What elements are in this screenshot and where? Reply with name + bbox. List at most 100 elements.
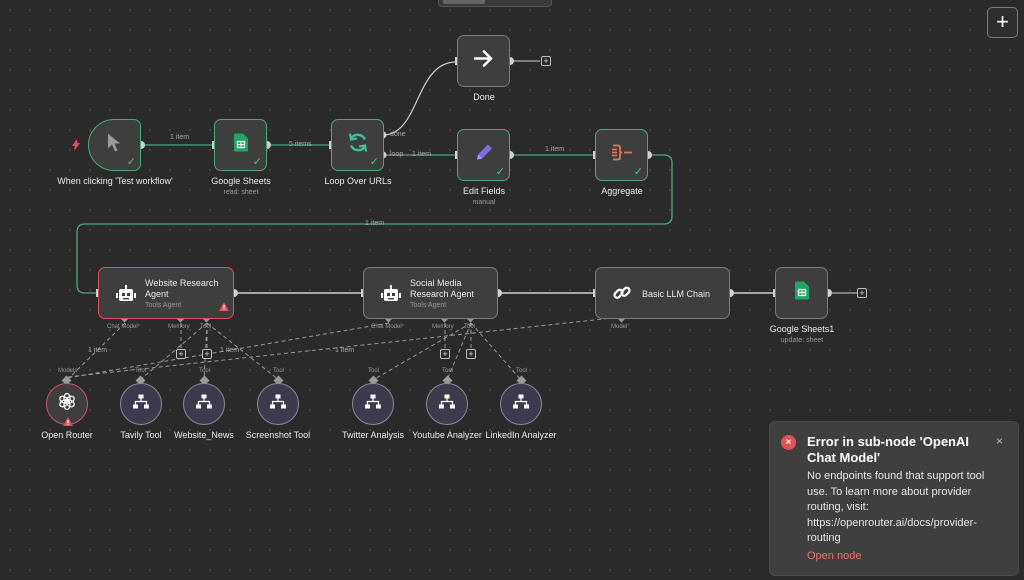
toast-message: No endpoints found that support tool use… [807, 470, 985, 544]
google-sheets-icon [794, 281, 809, 305]
node-title-google-sheets: Google Sheets [211, 176, 271, 186]
add-memory-social-button[interactable]: + [440, 349, 450, 359]
port-label-tool-b: Tool [464, 324, 476, 330]
port-label-chat-model-a: Chat Model* [107, 324, 141, 330]
node-youtube-analyzer[interactable] [426, 383, 468, 425]
port-label-tool-h: Tool [516, 368, 528, 374]
edge-label-5-items: 5 items [289, 141, 312, 148]
edge-loop-done [382, 61, 457, 136]
node-subtitle-social-agent: Tools Agent [410, 302, 447, 309]
add-node-after-sheets1-button[interactable]: + [857, 288, 867, 298]
success-check-icon: ✓ [495, 166, 505, 178]
node-basic-llm-chain[interactable]: Basic LLM Chain [595, 267, 730, 319]
node-title-google-sheets1: Google Sheets1 [769, 324, 835, 334]
port-label-tool-c: Tool [135, 368, 147, 374]
add-tool-website-button[interactable]: + [202, 349, 212, 359]
node-aggregate[interactable]: ✓ [595, 129, 648, 181]
node-title-llm-chain: Basic LLM Chain [642, 289, 711, 299]
node-title-linkedin: LinkedIn Analyzer [485, 430, 557, 440]
port-label-tool-d: Tool [199, 368, 211, 374]
edge-label-1-item-d: 1 item [365, 220, 385, 227]
node-loop-over-urls[interactable]: ✓ [331, 119, 384, 171]
node-social-media-research-agent[interactable]: Social Media Research Agent Tools Agent [363, 267, 498, 319]
node-manual-trigger[interactable]: ✓ [88, 119, 141, 171]
edge-aggregate-website [76, 154, 673, 294]
success-check-icon: ✓ [252, 156, 262, 168]
port-label-tool-f: Tool [368, 368, 380, 374]
node-subtitle-google-sheets1: update: sheet [780, 337, 824, 344]
port-label-tool-e: Tool [273, 368, 285, 374]
success-check-icon: ✓ [633, 166, 643, 178]
warning-icon [219, 298, 229, 316]
network-tool-icon [513, 394, 529, 414]
edge-label-done: done [390, 131, 406, 138]
close-icon[interactable]: × [996, 434, 1004, 448]
add-tool-social-button[interactable]: + [466, 349, 476, 359]
port-label-chat-model-b: Chat Model* [371, 324, 405, 330]
open-node-link[interactable]: Open node [807, 550, 862, 562]
node-title-youtube: Youtube Analyzer [412, 430, 482, 440]
lightning-icon [72, 138, 80, 156]
port-label-tool-g: Tool [442, 368, 454, 374]
node-subtitle-google-sheets: read: sheet [223, 189, 259, 196]
add-memory-website-button[interactable]: + [176, 349, 186, 359]
success-check-icon: ✓ [369, 156, 379, 168]
node-title-loop: Loop Over URLs [324, 176, 392, 186]
robot-icon [116, 285, 136, 308]
network-tool-icon [270, 394, 286, 414]
warning-icon [63, 413, 73, 431]
top-panel-tab[interactable] [438, 0, 552, 7]
edge-label-1-item-b: 1 item [412, 151, 432, 158]
node-title-website-news: Website_News [174, 430, 234, 440]
cursor-icon [107, 133, 123, 158]
node-title-edit-fields: Edit Fields [462, 186, 506, 196]
network-tool-icon [365, 394, 381, 414]
success-check-icon: ✓ [126, 156, 136, 168]
node-title-aggregate: Aggregate [601, 186, 643, 196]
link-chain-icon [612, 283, 632, 308]
node-subtitle-edit-fields: manual [472, 199, 496, 206]
port-label-models: Models [58, 368, 78, 374]
robot-icon [381, 285, 401, 308]
add-node-after-done-button[interactable]: + [541, 56, 551, 66]
network-tool-icon [196, 394, 212, 414]
node-twitter-analysis[interactable] [352, 383, 394, 425]
node-title-trigger: When clicking 'Test workflow' [57, 176, 173, 186]
error-x-icon: × [781, 435, 796, 450]
node-google-sheets[interactable]: ✓ [214, 119, 267, 171]
toast-title: Error in sub-node 'OpenAI Chat Model' [807, 434, 969, 465]
node-website-research-agent[interactable]: Website Research Agent Tools Agent [98, 267, 234, 319]
edge-label-1-item-f: 1 item [220, 347, 240, 354]
node-title-done: Done [473, 92, 495, 102]
error-toast: × Error in sub-node 'OpenAI Chat Model' … [769, 421, 1019, 576]
network-tool-icon [439, 394, 455, 414]
google-sheets-icon [233, 133, 248, 157]
network-tool-icon [133, 394, 149, 414]
node-screenshot-tool[interactable] [257, 383, 299, 425]
arrow-right-icon [473, 50, 494, 73]
node-title-tavily: Tavily Tool [120, 430, 162, 440]
node-title-twitter: Twitter Analysis [341, 430, 405, 440]
port-label-memory-a: Memory [168, 324, 190, 330]
port-label-tool-a: Tool [200, 324, 212, 330]
loop-refresh-icon [347, 132, 369, 159]
node-title-website-agent: Website Research Agent [145, 278, 219, 299]
port-label-memory-b: Memory [432, 324, 454, 330]
edge-label-1-item-a: 1 item [170, 134, 190, 141]
node-edit-fields[interactable]: ✓ [457, 129, 510, 181]
node-website-news[interactable] [183, 383, 225, 425]
node-open-router[interactable] [46, 383, 88, 426]
node-title-social-agent: Social Media Research Agent [410, 278, 475, 299]
node-title-screenshot: Screenshot Tool [245, 430, 311, 440]
edge-label-1-item-c: 1 item [545, 146, 565, 153]
add-node-button[interactable]: + [987, 7, 1018, 38]
node-done[interactable] [457, 35, 510, 87]
node-linkedin-analyzer[interactable] [500, 383, 542, 425]
node-subtitle-website-agent: Tools Agent [145, 302, 182, 309]
edge-label-1-item-e: 1 item [88, 347, 108, 354]
node-google-sheets1[interactable] [775, 267, 828, 319]
pencil-icon [474, 143, 494, 168]
edge-label-1-item-g: 1 item [335, 347, 355, 354]
node-tavily-tool[interactable] [120, 383, 162, 425]
aggregate-icon [611, 144, 633, 166]
